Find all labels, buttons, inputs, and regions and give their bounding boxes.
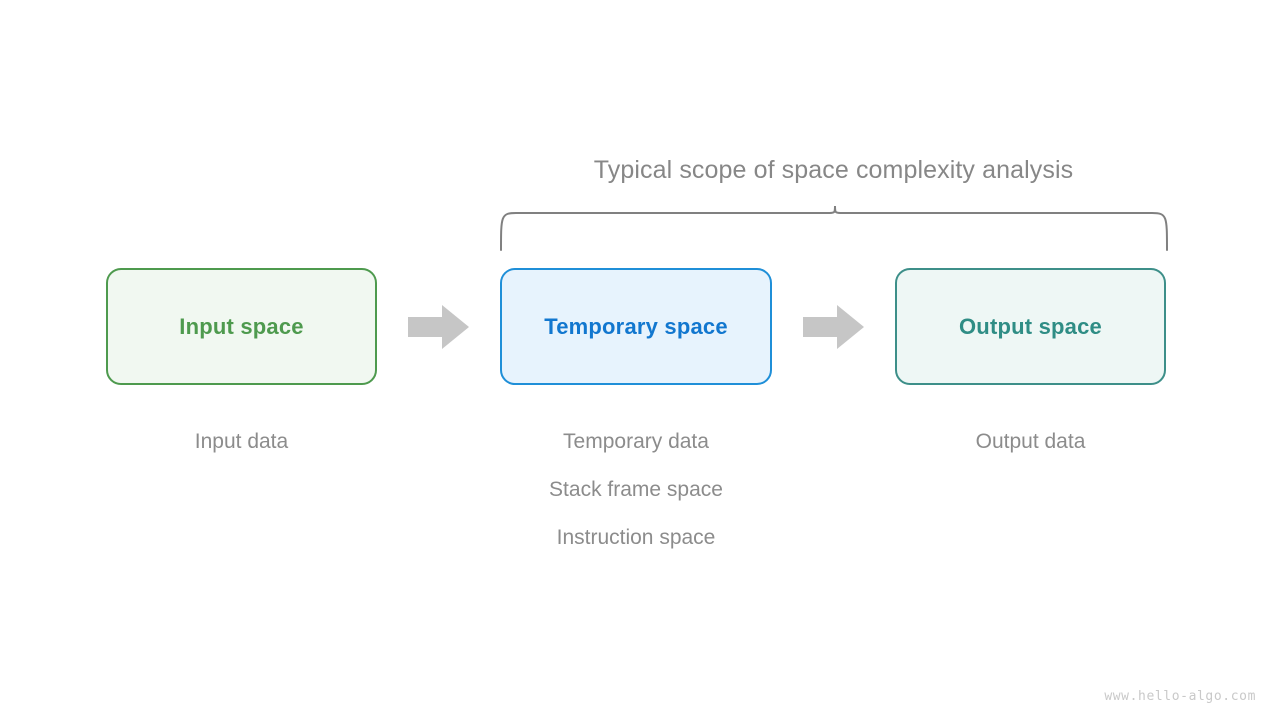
- output-caption-group: Output data: [895, 418, 1166, 466]
- temporary-caption-group: Temporary data Stack frame space Instruc…: [480, 418, 792, 562]
- caption-line: Output data: [975, 430, 1086, 453]
- temporary-space-box: Temporary space: [500, 268, 772, 385]
- scope-title: Typical scope of space complexity analys…: [593, 156, 1074, 184]
- output-space-label: Output space: [959, 313, 1102, 339]
- input-space-box: Input space: [106, 268, 377, 385]
- caption-line: Temporary data: [563, 430, 709, 453]
- right-arrow-icon: [408, 303, 470, 351]
- caption-line: Instruction space: [556, 526, 716, 549]
- temporary-space-label: Temporary space: [544, 313, 728, 339]
- input-caption-group: Input data: [106, 418, 377, 466]
- right-arrow-icon: [803, 303, 865, 351]
- watermark: www.hello-algo.com: [1104, 689, 1256, 704]
- output-space-box: Output space: [895, 268, 1166, 385]
- input-space-label: Input space: [179, 313, 304, 339]
- curly-brace-icon: [494, 204, 1174, 251]
- caption-line: Stack frame space: [549, 478, 723, 501]
- caption-line: Input data: [194, 430, 289, 453]
